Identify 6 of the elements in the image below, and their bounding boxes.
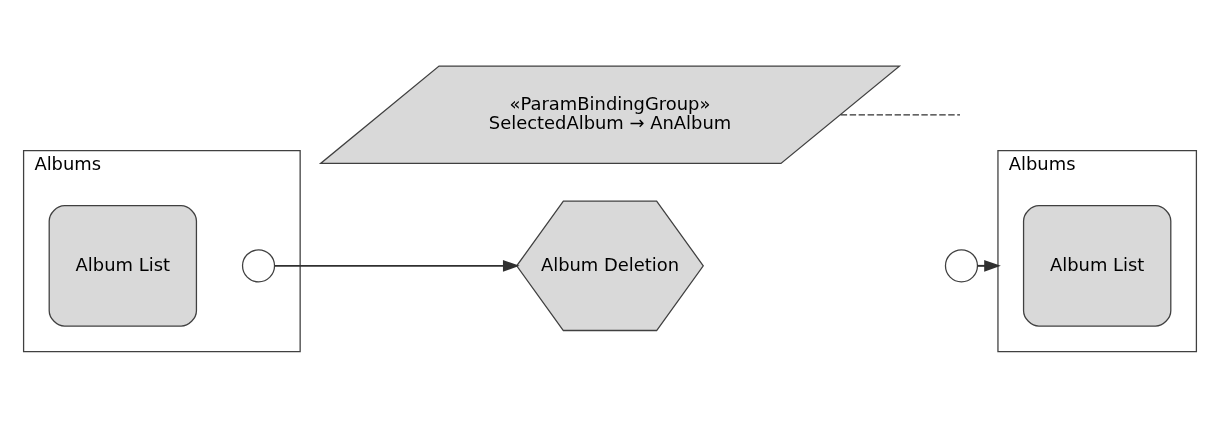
arrow xyxy=(273,260,520,272)
node-box: Album List xyxy=(48,205,198,327)
node-circle xyxy=(944,249,979,283)
connector xyxy=(839,114,961,116)
node-box: Album List xyxy=(1022,205,1172,327)
node-circle xyxy=(241,249,276,283)
